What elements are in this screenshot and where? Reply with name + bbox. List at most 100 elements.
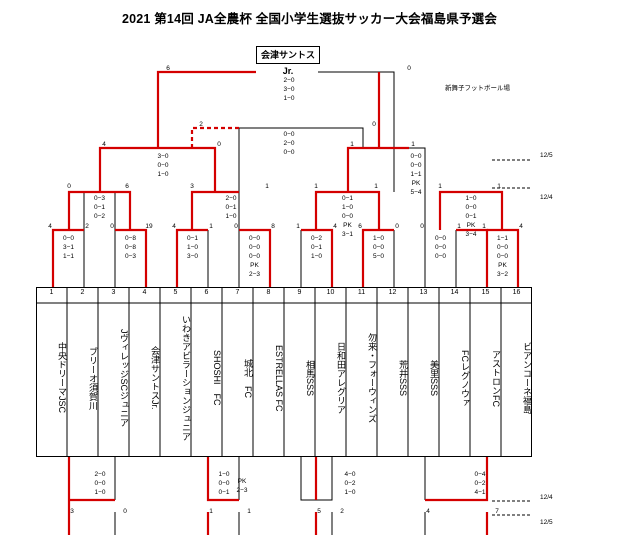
team-name-cell: 中央ドリーマJSC — [36, 308, 67, 453]
pk-label: PK — [237, 478, 247, 485]
score-line: 1−0 — [283, 95, 295, 102]
score-line: 0−8 — [124, 235, 137, 242]
team-name: 城北 FC — [243, 358, 253, 398]
score-line: 0−0 — [283, 149, 295, 156]
team-score: 5 — [317, 508, 321, 515]
team-score: 3 — [190, 183, 194, 190]
team-name-cell: アストロンFC — [470, 308, 501, 453]
team-number: 12 — [388, 289, 397, 296]
score-line: 2−0 — [283, 140, 295, 147]
match-score: 1−0 0−0 5−0 — [373, 234, 384, 261]
score-line: 0−0 — [248, 235, 261, 242]
score-line: 0−0 — [372, 244, 385, 251]
team-score: 19 — [145, 223, 153, 230]
team-name-cell: 美里SSS — [408, 308, 439, 453]
team-number: 6 — [204, 289, 209, 296]
score-line: 0−0 — [248, 244, 261, 251]
team-score: 1 — [374, 183, 378, 190]
score-line: 2−0 — [94, 471, 106, 478]
score-line: 5−0 — [372, 253, 385, 260]
team-name: アストロンFC — [491, 349, 501, 407]
team-score: 2 — [85, 223, 89, 230]
team-name: いわきアビラーションジュニア — [181, 315, 191, 441]
team-score: 1 — [209, 508, 213, 515]
score-line: 0−2 — [310, 235, 323, 242]
team-score: 1 — [247, 508, 251, 515]
team-name-cell: ブリーオ須賀川 — [67, 308, 98, 453]
team-score: 1 — [411, 141, 415, 148]
score-line: 1−1 — [410, 171, 422, 178]
score-line: 4−1 — [474, 489, 486, 496]
score-line: 0−1 — [93, 204, 106, 211]
team-name-cell: FCレグノウァ — [439, 308, 470, 453]
team-score: 4 — [172, 223, 176, 230]
team-name-cell: 城北 FC — [222, 308, 253, 453]
team-number: 8 — [266, 289, 271, 296]
score-line: 0−1 — [341, 195, 354, 202]
team-name: ビアンコーネ福島 — [522, 342, 532, 414]
team-number: 11 — [357, 289, 366, 296]
score-line: 0−1 — [310, 244, 323, 251]
score-line: 0−0 — [283, 131, 295, 138]
score-line: 0−0 — [496, 244, 509, 251]
team-number: 10 — [326, 289, 335, 296]
score-line: 0−8 — [124, 244, 137, 251]
score-line: 0−0 — [62, 235, 75, 242]
score-line: 1−0 — [186, 244, 199, 251]
score-line: 1−0 — [344, 489, 356, 496]
team-number: 2 — [80, 289, 85, 296]
team-score: 6 — [125, 183, 129, 190]
team-name: 中央ドリーマJSC — [57, 342, 67, 414]
team-name-cell: いわきアビラーションジュニア — [160, 308, 191, 453]
score-line: 0−0 — [341, 213, 354, 220]
score-line: 0−1 — [465, 213, 477, 220]
date-label: 12/4 — [540, 194, 553, 201]
match-score: 0−4 0−2 4−1 — [474, 470, 485, 497]
team-score: 6 — [166, 65, 170, 72]
team-score: 0 — [123, 508, 127, 515]
date-label: 12/4 — [540, 494, 553, 501]
team-table — [35, 286, 532, 457]
team-score: 6 — [358, 223, 362, 230]
team-number: 9 — [297, 289, 302, 296]
team-name-cell: SHOSHI FC — [191, 308, 222, 453]
team-number: 13 — [419, 289, 428, 296]
score-line: 1−0 — [372, 235, 385, 242]
team-name-cell: 日和田アレグリア — [315, 308, 346, 453]
score-line: 0−4 — [474, 471, 486, 478]
team-score: 7 — [495, 508, 499, 515]
team-score: 0 — [407, 65, 411, 72]
score-line: 3−1 — [62, 244, 75, 251]
score-line: 0−0 — [218, 480, 230, 487]
score-line: 0−0 — [434, 253, 447, 260]
score-line: 0−2 — [474, 480, 486, 487]
team-score: 1 — [350, 141, 354, 148]
team-name: 日和田アレグリア — [336, 342, 346, 414]
team-score: 1 — [482, 223, 486, 230]
score-line: 1−0 — [310, 253, 323, 260]
team-name: SHOSHI FC — [212, 350, 222, 406]
team-score: 3 — [70, 508, 74, 515]
score-line: 3−0 — [283, 86, 295, 93]
venue-label: 新舞子フットボール場 — [445, 85, 510, 92]
team-score: 0 — [110, 223, 114, 230]
team-score: 0 — [234, 223, 238, 230]
team-name: 相馬SSS — [305, 359, 315, 396]
score-line: 0−1 — [225, 204, 237, 211]
score-line: 1−0 — [225, 213, 237, 220]
team-score: 1 — [438, 183, 442, 190]
score-line: 0−0 — [410, 153, 422, 160]
team-score: 1 — [314, 183, 318, 190]
team-score: 0 — [395, 223, 399, 230]
date-label: 12/5 — [540, 152, 553, 159]
team-number: 5 — [173, 289, 178, 296]
team-score: 0 — [217, 141, 221, 148]
team-number: 1 — [49, 289, 54, 296]
team-score: 4 — [48, 223, 52, 230]
